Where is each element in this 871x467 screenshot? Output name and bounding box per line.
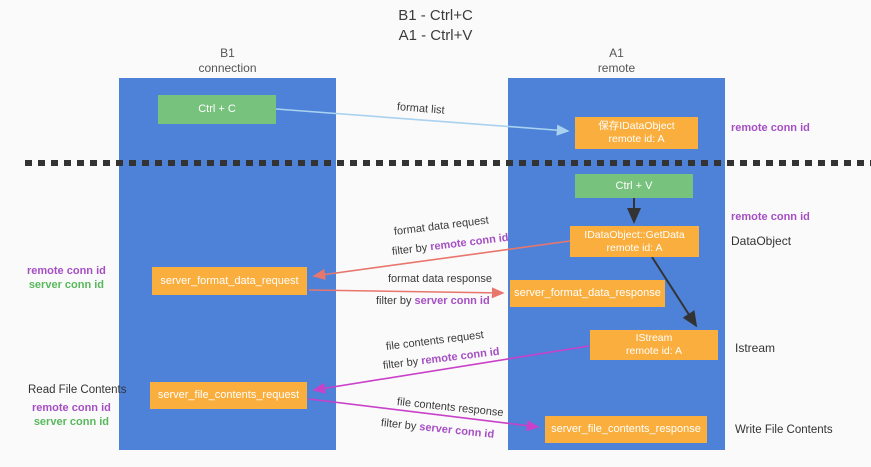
remote-conn-id-text: remote conn id [429,231,510,254]
node-format-data-request-label: server_format_data_request [160,274,299,287]
node-ctrl-c: Ctrl + C [158,95,276,124]
label-format-data-request: format data request [393,214,490,238]
left-remote-conn-id-1: remote conn id [27,265,106,277]
node-idataobject-getdata: IDataObject::GetData remote id: A [570,226,699,257]
left-conn-ids-top: remote conn id server conn id [27,265,106,292]
filter-by-text: filter by [380,417,420,433]
node-getdata-line2: remote id: A [606,241,663,254]
lifeline-b1-role: connection [198,61,257,75]
left-server-conn-id-2: server conn id [33,415,110,428]
label-filter-server-2: filter by server conn id [380,417,494,441]
node-ctrl-v: Ctrl + V [575,174,693,198]
label-istream: Istream [735,341,776,355]
node-istream-line2: remote id: A [625,345,683,357]
filter-by-text: filter by [376,295,415,307]
title-line-b1: B1 - Ctrl+C [398,7,473,24]
filter-by-text: filter by [391,241,431,258]
node-server-format-data-response: server_format_data_response [510,280,665,307]
lifeline-header-a1: A1 remote [508,46,725,76]
lifeline-a1-name: A1 [609,46,624,60]
phase-divider-dashed-line [25,160,871,166]
label-read-file-contents: Read File Contents [28,384,127,396]
server-conn-id-text: server conn id [414,295,490,307]
label-file-contents-response: file contents response [396,396,505,420]
left-conn-ids-bottom: remote conn id server conn id [32,402,111,429]
label-format-data-response: format data response [388,273,492,285]
title-line-a1: A1 - Ctrl+V [398,27,473,44]
right-remote-conn-id-1: remote conn id [731,122,810,134]
label-format-list: format list [396,101,446,117]
right-remote-conn-id-2: remote conn id [731,211,810,223]
node-file-contents-request-label: server_file_contents_request [157,389,300,401]
node-ctrl-v-label: Ctrl + V [615,179,653,192]
node-file-contents-response-label: server_file_contents_response [551,423,701,435]
server-conn-id-text: server conn id [418,421,495,441]
node-server-format-data-request: server_format_data_request [152,267,307,295]
node-server-file-contents-response: server_file_contents_response [545,416,707,443]
arrow-format-data-response [308,287,505,299]
node-save-idataobject-line1: 保存IDataObject [598,120,675,132]
node-save-idataobject-line2: remote id: A [608,133,665,145]
label-write-file-contents: Write File Contents [735,424,833,436]
lifeline-a1-role: remote [597,61,636,75]
label-dataobject: DataObject [731,234,792,248]
lifeline-b1-name: B1 [220,46,235,60]
left-remote-conn-id-2: remote conn id [32,402,111,414]
node-ctrl-c-label: Ctrl + C [198,103,236,115]
node-istream-line1: IStream [635,332,673,344]
lifeline-header-b1: B1 connection [119,46,336,76]
node-server-file-contents-request: server_file_contents_request [150,382,307,409]
label-filter-server-1: filter by server conn id [376,295,490,307]
node-istream: IStream remote id: A [590,330,718,360]
filter-by-text: filter by [382,355,422,372]
diagram-title: B1 - Ctrl+C A1 - Ctrl+V [0,6,871,46]
left-server-conn-id-1: server conn id [28,278,105,291]
node-format-data-response-label: server_format_data_response [514,287,661,299]
node-getdata-line1: IDataObject::GetData [584,228,685,241]
node-save-idataobject: 保存IDataObject remote id: A [575,117,698,149]
remote-conn-id-text: remote conn id [420,345,501,368]
